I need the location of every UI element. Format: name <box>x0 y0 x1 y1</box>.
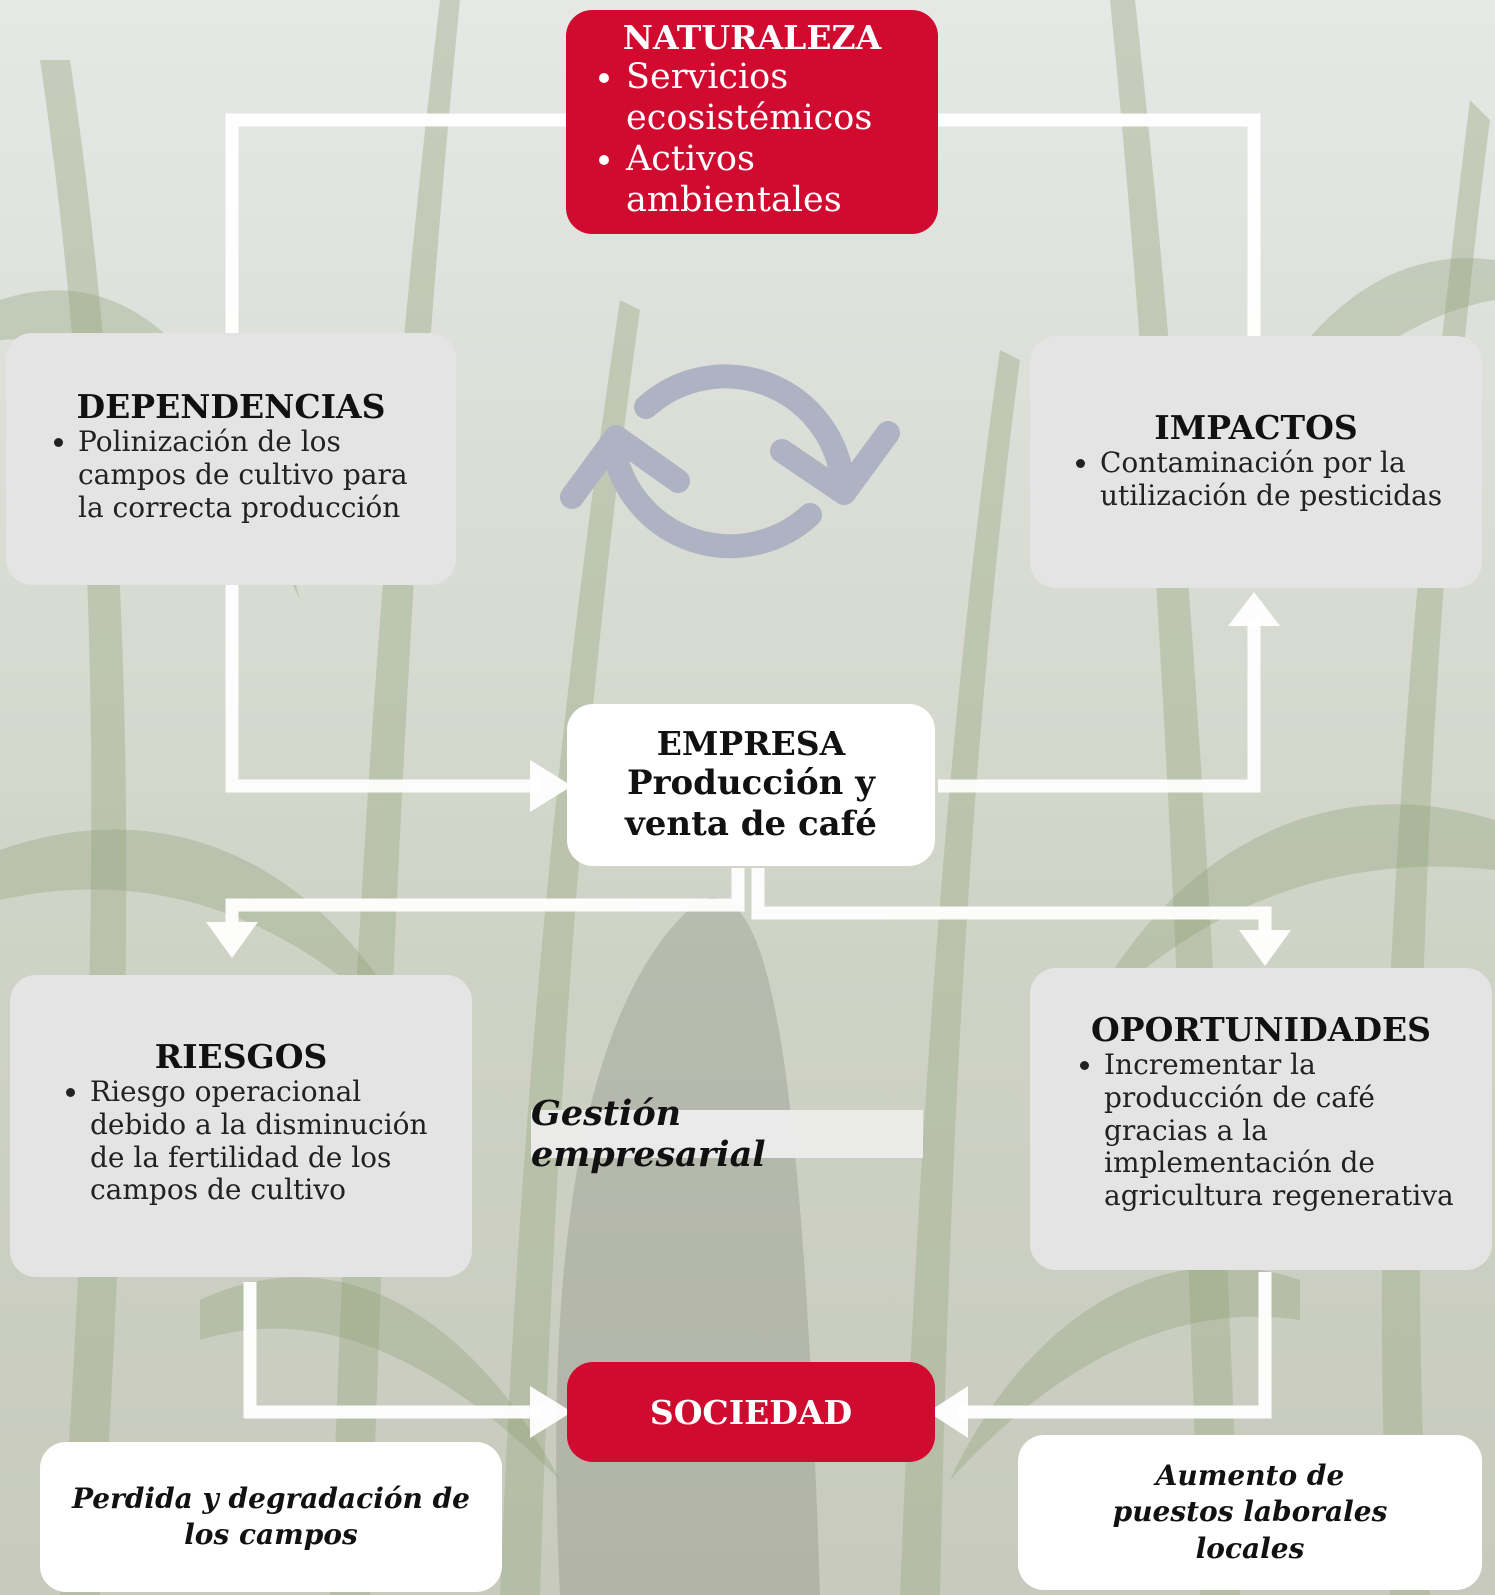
dependencias-box: DEPENDENCIAS Polinización de los campos … <box>6 333 456 585</box>
aumento-box: Aumento de puestos laborales locales <box>1018 1435 1482 1590</box>
arrow-head-to-impactos <box>1228 592 1280 626</box>
perdida-box: Perdida y degradación de los campos <box>40 1442 502 1592</box>
arrow-head-to-oportunidades <box>1239 930 1291 966</box>
dependencias-item: Polinización de los campos de cultivo pa… <box>78 425 436 524</box>
naturaleza-item: Servicios ecosistémicos <box>626 57 920 139</box>
refresh-cycle-icon <box>560 364 900 559</box>
impactos-title: IMPACTOS <box>1154 408 1358 447</box>
empresa-title: EMPRESA <box>656 724 846 763</box>
oportunidades-box: OPORTUNIDADES Incrementar la producción … <box>1030 968 1492 1270</box>
naturaleza-title: NATURALEZA <box>622 18 882 57</box>
empresa-subtitle: Producción y venta de café <box>625 763 877 845</box>
arrow-head-to-sociedad-left <box>530 1386 572 1438</box>
arrow-head-to-riesgos <box>206 922 258 958</box>
aumento-text: Aumento de puestos laborales locales <box>1112 1458 1388 1565</box>
oportunidades-title: OPORTUNIDADES <box>1091 1010 1431 1049</box>
dependencias-list: Polinización de los campos de cultivo pa… <box>26 425 436 524</box>
perdida-text: Perdida y degradación de los campos <box>71 1481 470 1551</box>
riesgos-box: RIESGOS Riesgo operacional debido a la d… <box>10 975 472 1277</box>
impactos-item: Contaminación por la utilización de pest… <box>1100 446 1464 513</box>
oportunidades-list: Incrementar la producción de café gracia… <box>1046 1048 1476 1213</box>
gestion-empresarial-label: Gestión empresarial <box>531 1093 923 1175</box>
dependencias-title: DEPENDENCIAS <box>76 387 386 426</box>
arrow-head-to-empresa-left <box>530 760 572 812</box>
naturaleza-box: NATURALEZA Servicios ecosistémicos Activ… <box>566 10 938 234</box>
riesgos-list: Riesgo operacional debido a la disminuci… <box>32 1075 450 1207</box>
oportunidades-item: Incrementar la producción de café gracia… <box>1104 1048 1476 1213</box>
riesgos-title: RIESGOS <box>154 1037 328 1076</box>
impactos-box: IMPACTOS Contaminación por la utilizació… <box>1030 336 1482 588</box>
impactos-list: Contaminación por la utilización de pest… <box>1048 446 1464 513</box>
sociedad-title: SOCIEDAD <box>649 1392 853 1432</box>
empresa-box: EMPRESA Producción y venta de café <box>567 704 935 866</box>
sociedad-box: SOCIEDAD <box>567 1362 935 1462</box>
naturaleza-list: Servicios ecosistémicos Activos ambienta… <box>584 57 920 221</box>
arrow-head-to-sociedad-right <box>928 1386 968 1438</box>
riesgos-item: Riesgo operacional debido a la disminuci… <box>90 1075 450 1207</box>
naturaleza-item: Activos ambientales <box>626 139 920 221</box>
